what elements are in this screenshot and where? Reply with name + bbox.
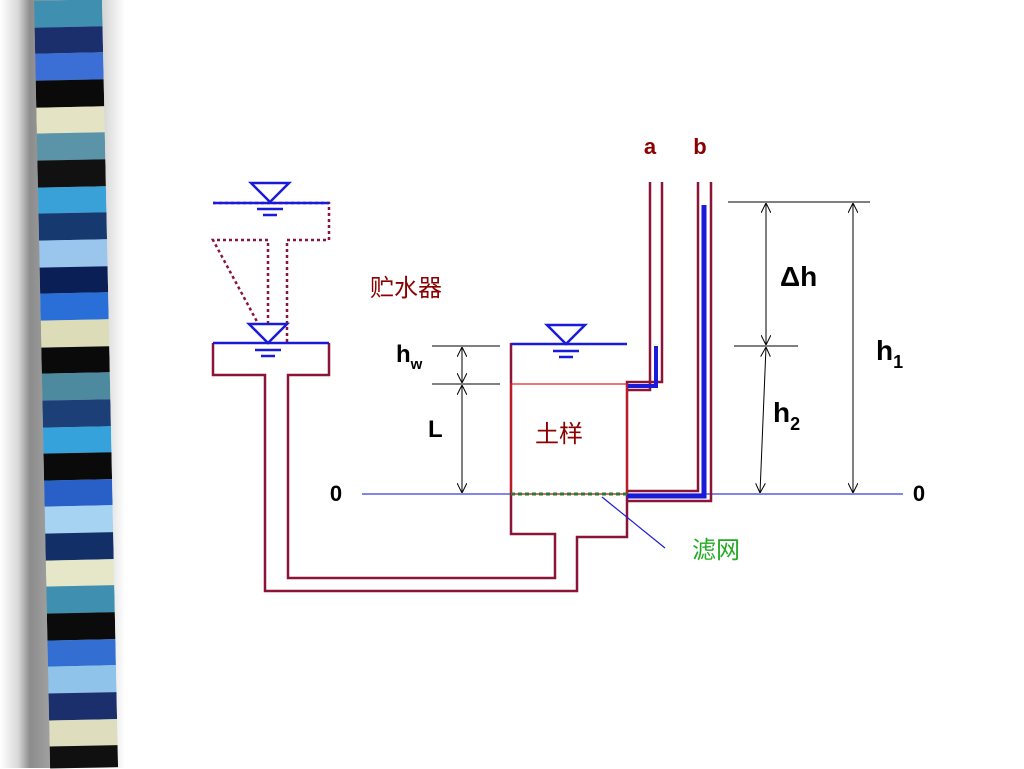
label-h1: h1 [876,335,903,372]
standpipe-a-water [627,346,658,388]
reservoir-pipe-outer [211,182,664,593]
label-zero-right: 0 [913,481,925,506]
filter-screen-pointer [601,496,666,549]
standpipe-b-inner-wall [627,182,700,493]
label-hw: hw [396,341,423,373]
label-h2-base: h [773,397,790,428]
label-reservoir: 贮水器 [370,274,442,302]
label-L: L [428,416,443,443]
label-h2-sub: 2 [790,414,800,434]
reservoir-raised-dotted [210,201,331,343]
label-delta-h: Δh [780,261,817,292]
h2-dimension [760,347,766,493]
label-b: b [693,134,706,159]
label-h1-base: h [876,335,893,366]
label-zero-left: 0 [330,481,342,506]
label-a: a [644,134,657,159]
water-surface-icon [245,322,291,358]
standpipe-b-water [627,205,707,499]
label-soil-sample: 土样 [535,420,583,448]
label-h1-sub: 1 [893,352,903,372]
standpipe-b-outer-wall [627,182,713,503]
label-hw-base: h [396,341,411,368]
label-hw-sub: w [410,356,423,373]
water-surface-icon [247,181,293,217]
label-h2: h2 [773,397,800,434]
label-filter-screen: 滤网 [692,536,740,564]
reservoir-pipe-inner [286,343,557,580]
water-surface-icon [543,323,589,359]
standpipe-a [627,182,652,392]
